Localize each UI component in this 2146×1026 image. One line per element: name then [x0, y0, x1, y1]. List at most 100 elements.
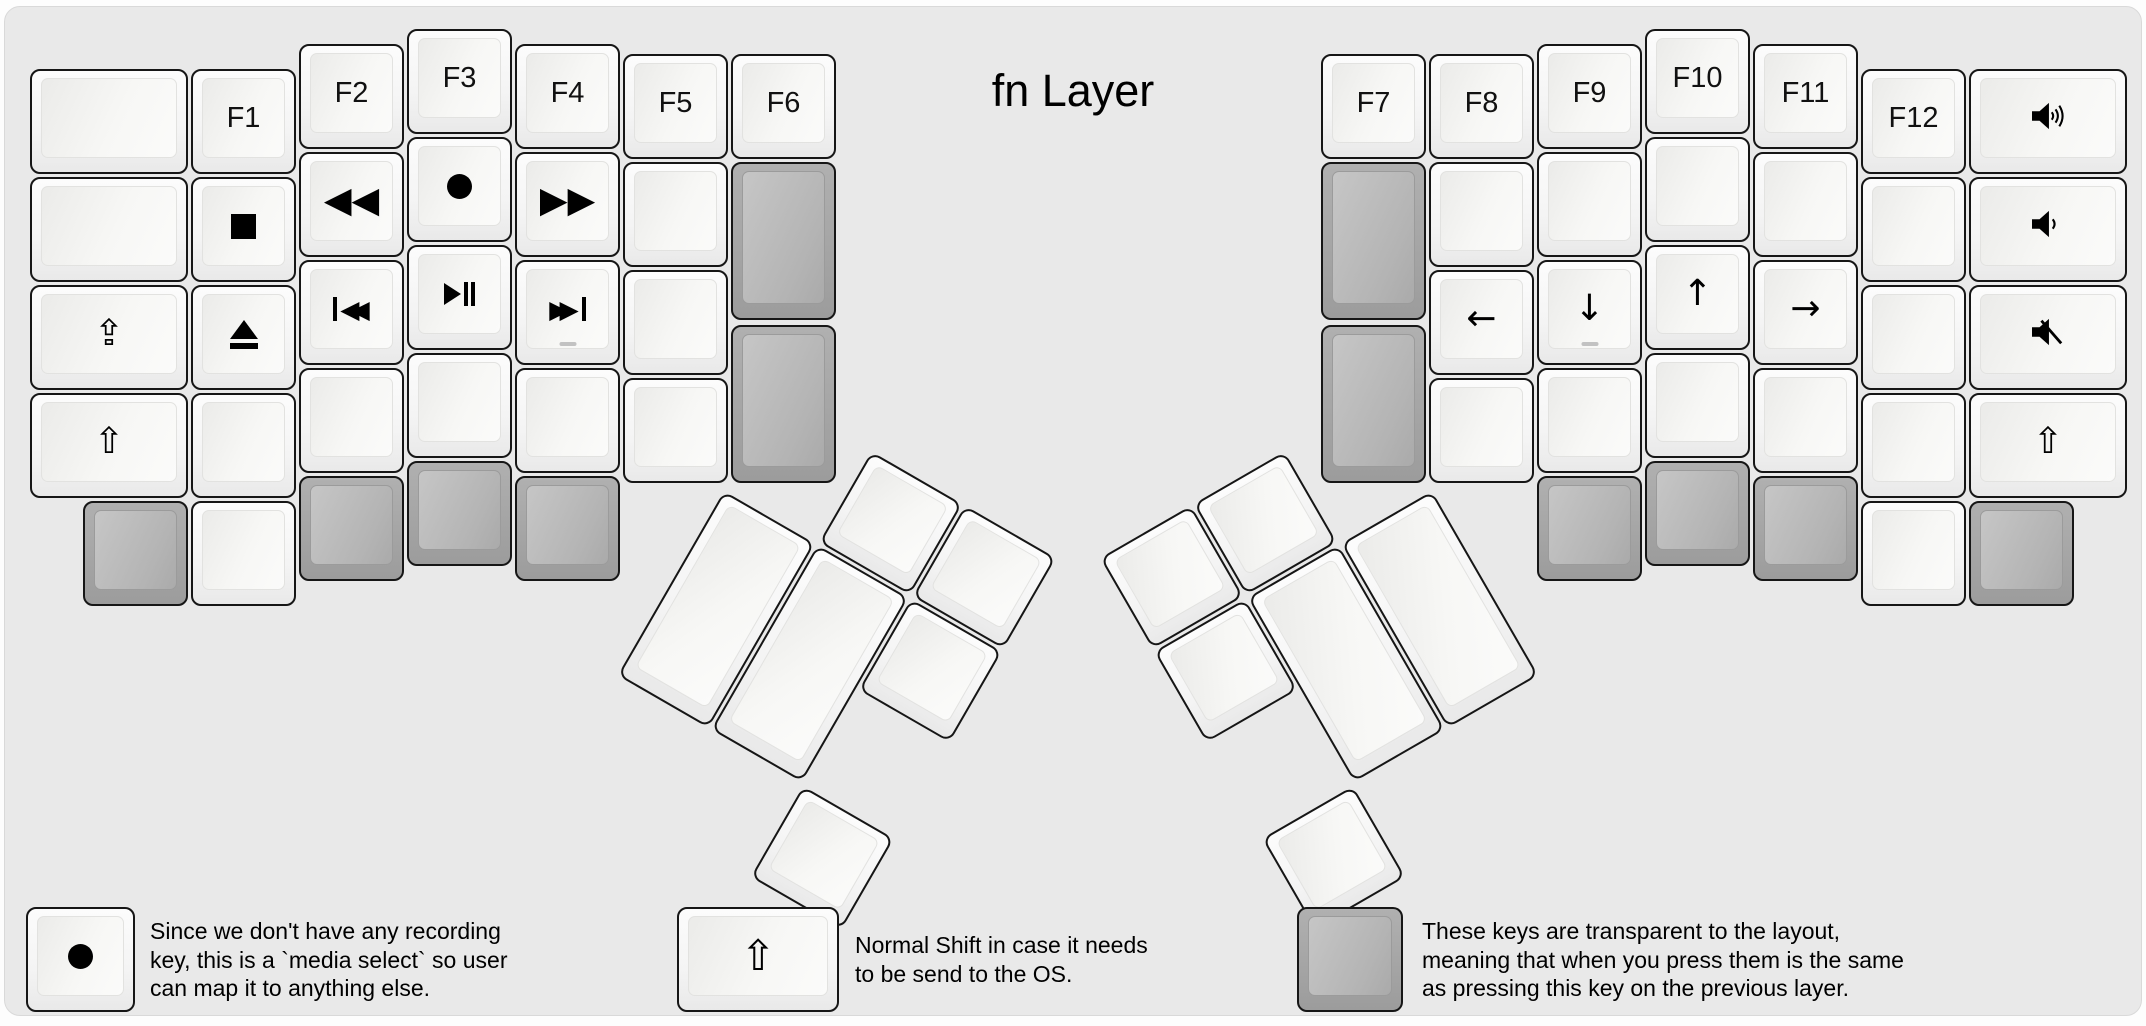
keycap-top — [1764, 377, 1847, 457]
key-transparent[interactable] — [515, 476, 620, 581]
key-blank[interactable] — [407, 353, 512, 458]
key-blank[interactable] — [1537, 152, 1642, 257]
key-shift[interactable]: ⇧ — [30, 393, 188, 498]
keycap-top — [1656, 146, 1739, 226]
key-transparent[interactable] — [1321, 325, 1426, 483]
key-caps-lock[interactable]: ⇪ — [30, 285, 188, 390]
key-blank[interactable] — [515, 368, 620, 473]
key-f9[interactable]: F9 — [1537, 44, 1642, 149]
key-transparent[interactable] — [1645, 461, 1750, 566]
key-blank[interactable] — [30, 177, 188, 282]
keycap-top: F11 — [1764, 53, 1847, 133]
key-label: F1 — [226, 101, 261, 134]
key-mute[interactable] — [1969, 285, 2127, 390]
keycap-top: F12 — [1872, 78, 1955, 158]
key-volume-up[interactable] — [1969, 69, 2127, 174]
key-label: F10 — [1672, 61, 1723, 94]
key-blank[interactable] — [623, 162, 728, 267]
key-rewind[interactable]: ◀◀ — [299, 152, 404, 257]
key-fast-forward[interactable]: ▶▶ — [515, 152, 620, 257]
key-transparent[interactable] — [1537, 476, 1642, 581]
key-blank[interactable] — [1861, 501, 1966, 606]
key-transparent[interactable] — [407, 461, 512, 566]
rewind-icon: ◀◀ — [323, 180, 380, 221]
keycap-top — [1332, 171, 1415, 304]
keycap-top: F5 — [634, 63, 717, 143]
keycap-top: F9 — [1548, 53, 1631, 133]
key-f6[interactable]: F6 — [731, 54, 836, 159]
key-f3[interactable]: F3 — [407, 29, 512, 134]
key-blank[interactable] — [1753, 152, 1858, 257]
key-blank[interactable] — [1861, 393, 1966, 498]
legend-text-line: meaning that when you press them is the … — [1422, 946, 1904, 973]
key-blank[interactable] — [1645, 353, 1750, 458]
arrow-right-icon: → — [1790, 288, 1821, 329]
keycap-top: ⇪ — [41, 294, 177, 374]
key-transparent[interactable] — [1321, 162, 1426, 320]
key-label: F6 — [766, 86, 801, 119]
key-volume-down[interactable] — [1969, 177, 2127, 282]
key-transparent[interactable] — [1753, 476, 1858, 581]
keycap-top: F8 — [1440, 63, 1523, 143]
key-blank[interactable] — [30, 69, 188, 174]
legend-text-line: to be send to the OS. — [855, 960, 1073, 987]
key-f4[interactable]: F4 — [515, 44, 620, 149]
key-blank[interactable] — [1645, 137, 1750, 242]
keycap-top: → — [1764, 269, 1847, 349]
key-f10[interactable]: F10 — [1645, 29, 1750, 134]
key-transparent[interactable] — [731, 162, 836, 320]
key-blank[interactable] — [1429, 378, 1534, 483]
key-blank[interactable] — [191, 393, 296, 498]
key-blank[interactable] — [191, 501, 296, 606]
key-arrow-right[interactable]: → — [1753, 260, 1858, 365]
shift-icon: ⇧ — [2032, 421, 2064, 462]
legend-key-shift[interactable]: ⇧ — [677, 907, 839, 1012]
key-f1[interactable]: F1 — [191, 69, 296, 174]
key-play-pause[interactable] — [407, 245, 512, 350]
key-f8[interactable]: F8 — [1429, 54, 1534, 159]
key-f12[interactable]: F12 — [1861, 69, 1966, 174]
key-label: F9 — [1572, 76, 1607, 109]
key-blank[interactable] — [623, 378, 728, 483]
prev-track-icon: ◀◀ — [333, 297, 370, 322]
key-blank[interactable] — [623, 270, 728, 375]
keycap-top: ⇧ — [1980, 402, 2116, 482]
key-blank[interactable] — [1537, 368, 1642, 473]
legend-key-media-select[interactable] — [26, 907, 135, 1012]
key-next-track[interactable]: ▶▶ — [515, 260, 620, 365]
key-transparent[interactable] — [731, 325, 836, 483]
key-blank[interactable] — [1861, 285, 1966, 390]
mute-icon — [2029, 316, 2067, 353]
key-prev-track[interactable]: ◀◀ — [299, 260, 404, 365]
keycap-top — [1440, 387, 1523, 467]
key-blank[interactable] — [1753, 368, 1858, 473]
key-f5[interactable]: F5 — [623, 54, 728, 159]
key-transparent[interactable] — [1969, 501, 2074, 606]
key-f7[interactable]: F7 — [1321, 54, 1426, 159]
key-arrow-down[interactable]: ↓ — [1537, 260, 1642, 365]
keycap-top: ▶▶ — [526, 269, 609, 349]
keycap-top: ↓ — [1548, 269, 1631, 349]
legend-key-transparent[interactable] — [1297, 907, 1403, 1012]
key-blank[interactable] — [1861, 177, 1966, 282]
key-f2[interactable]: F2 — [299, 44, 404, 149]
keycap-top: ↑ — [1656, 254, 1739, 334]
key-arrow-up[interactable]: ↑ — [1645, 245, 1750, 350]
key-blank[interactable] — [299, 368, 404, 473]
key-blank[interactable] — [1429, 162, 1534, 267]
fast-forward-icon: ▶▶ — [539, 180, 596, 221]
keycap-top: ◀◀ — [310, 269, 393, 349]
key-shift[interactable]: ⇧ — [1969, 393, 2127, 498]
keycap-top: ⇧ — [41, 402, 177, 482]
keycap-top — [742, 171, 825, 304]
key-eject[interactable] — [191, 285, 296, 390]
key-f11[interactable]: F11 — [1753, 44, 1858, 149]
key-arrow-left[interactable]: ← — [1429, 270, 1534, 375]
legend-text-3: These keys are transparent to the layout… — [1422, 917, 1904, 1003]
key-transparent[interactable] — [83, 501, 188, 606]
key-stop[interactable] — [191, 177, 296, 282]
key-record[interactable] — [407, 137, 512, 242]
key-transparent[interactable] — [299, 476, 404, 581]
